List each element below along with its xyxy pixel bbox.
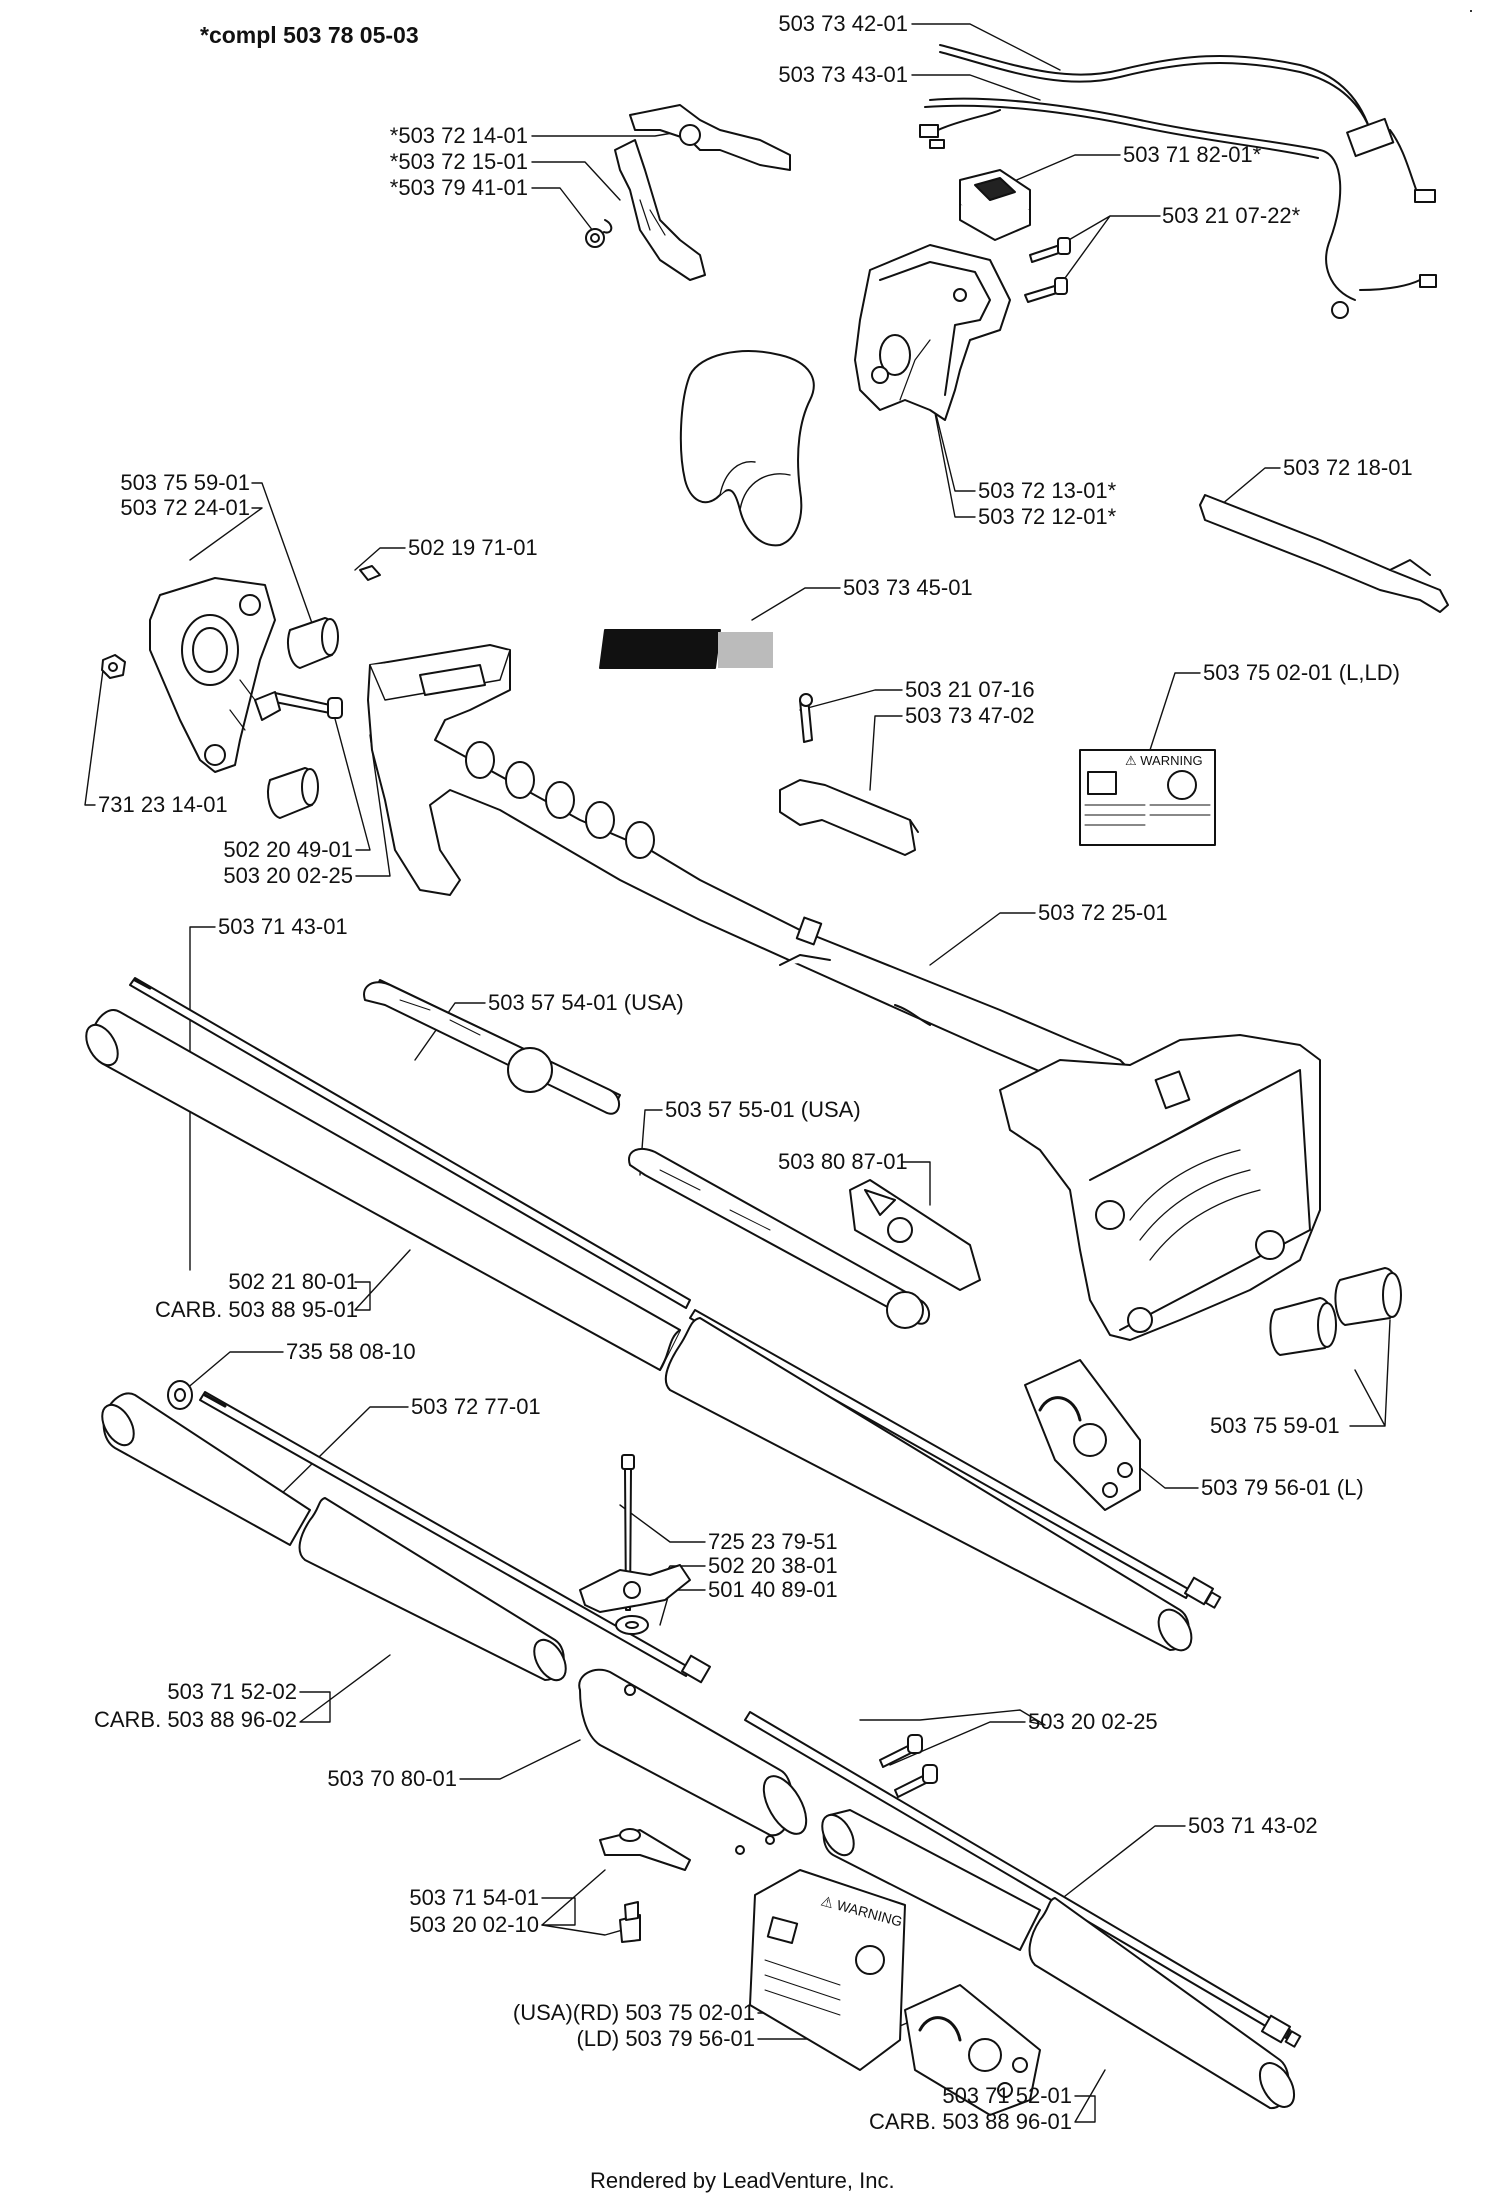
svg-text:⚠ WARNING: ⚠ WARNING [1125, 753, 1203, 768]
part-label: 503 20 02-25 [1028, 1709, 1158, 1734]
coupler [578, 1668, 808, 1855]
part-label: 503 71 43-01 [218, 914, 348, 939]
drive-shaft-02 [744, 1711, 1302, 2048]
decal-5037502-bottom: ⚠ WARNING [749, 1869, 906, 2071]
footer-credit: Rendered by LeadVenture, Inc. [590, 2168, 895, 2193]
part-label: 503 73 47-02 [905, 703, 1035, 728]
decal-5037502-top: ⚠ WARNING [1079, 749, 1216, 846]
lower-tube-7152-01 [821, 1809, 1296, 2110]
stop-switch [959, 169, 1031, 241]
bolt-knob [579, 1454, 691, 1635]
part-label: 503 72 24-01 [120, 495, 250, 520]
part-label: 503 71 43-02 [1188, 1813, 1318, 1838]
bracket-fasteners [101, 565, 381, 721]
assembly-note: *compl 503 78 05-03 [200, 22, 419, 48]
part-label: 503 71 52-02 [167, 1679, 297, 1704]
upper-tube [85, 1009, 1193, 1652]
part-label: 731 23 14-01 [98, 792, 228, 817]
washer-7355808 [167, 1380, 193, 1410]
decal-5037956-bottom [904, 1984, 1041, 2116]
decal-5035754 [363, 979, 621, 1115]
part-label: 502 21 80-01 [228, 1269, 358, 1294]
part-label: 502 20 49-01 [223, 837, 353, 862]
part-label: CARB. 503 88 96-01 [868, 2109, 1072, 2134]
throttle-rod [779, 693, 919, 856]
bracket-grips [267, 617, 339, 819]
part-label: 503 72 25-01 [1038, 900, 1168, 925]
part-label: 503 72 18-01 [1283, 455, 1413, 480]
part-label: 503 57 55-01 (USA) [665, 1097, 861, 1122]
part-label: 503 71 82-01* [1123, 142, 1262, 167]
part-label: 503 72 77-01 [411, 1394, 541, 1419]
lower-tube-7152-02 [101, 1392, 567, 1682]
throttle-trigger [585, 104, 791, 281]
decal-5037956-right [1024, 1359, 1141, 1511]
part-label: 502 19 71-01 [408, 535, 538, 560]
decal-5035755 [628, 1147, 930, 1329]
part-label: 503 71 54-01 [409, 1885, 539, 1910]
part-label: CARB. 503 88 96-02 [93, 1707, 297, 1732]
part-label: 503 21 07-16 [905, 677, 1035, 702]
part-label: 503 73 42-01 [778, 11, 908, 36]
part-label: *503 79 41-01 [389, 175, 528, 200]
part-label: 503 75 02-01 (L,LD) [1203, 660, 1400, 685]
part-label: 503 75 59-01 [120, 470, 250, 495]
grip-cover [679, 350, 815, 547]
part-label: (USA)(RD) 503 75 02-01 [512, 2000, 755, 2025]
leader-lines [84, 23, 1391, 2123]
wiring-harness [919, 44, 1437, 319]
low-decal [599, 625, 775, 673]
shaft-housing [367, 644, 1146, 1111]
part-label: 503 71 52-01 [942, 2083, 1072, 2108]
clamp-bracket [599, 1828, 691, 1943]
part-label: 503 20 02-25 [223, 863, 353, 888]
part-label: 503 72 12-01* [978, 504, 1117, 529]
part-label: 503 20 02-10 [409, 1912, 539, 1937]
drive-shaft-7277 [199, 1391, 712, 1684]
screws-top [1024, 237, 1071, 303]
handle-rod [1199, 494, 1449, 613]
handle-housing [854, 244, 1011, 421]
part-label: 503 73 43-01 [778, 62, 908, 87]
part-label: 503 75 59-01 [1210, 1413, 1340, 1438]
part-label: 503 73 45-01 [843, 575, 973, 600]
part-label: 503 79 56-01 (L) [1201, 1475, 1364, 1500]
part-label: 502 20 38-01 [708, 1553, 838, 1578]
part-label: 503 70 80-01 [327, 1766, 457, 1791]
drive-shaft-01 [129, 977, 1222, 1609]
part-label: 735 58 08-10 [286, 1339, 416, 1364]
part-label: *503 72 15-01 [389, 149, 528, 174]
engine-mount [999, 1034, 1321, 1341]
part-label: 503 57 54-01 (USA) [488, 990, 684, 1015]
corner-mark: · [1468, 0, 1474, 20]
part-label: (LD) 503 79 56-01 [576, 2026, 755, 2051]
coupler-screws [879, 1734, 938, 1798]
mount-grips [1269, 1267, 1402, 1356]
part-label: 503 80 87-01 [778, 1149, 908, 1174]
part-label: *503 72 14-01 [389, 123, 528, 148]
part-label: 725 23 79-51 [708, 1529, 838, 1554]
part-label: 503 21 07-22* [1162, 203, 1301, 228]
part-label: 503 72 13-01* [978, 478, 1117, 503]
part-label: 501 40 89-01 [708, 1577, 838, 1602]
part-label: CARB. 503 88 95-01 [154, 1297, 358, 1322]
handle-bracket [149, 577, 276, 773]
decal-5038087 [849, 1179, 981, 1291]
